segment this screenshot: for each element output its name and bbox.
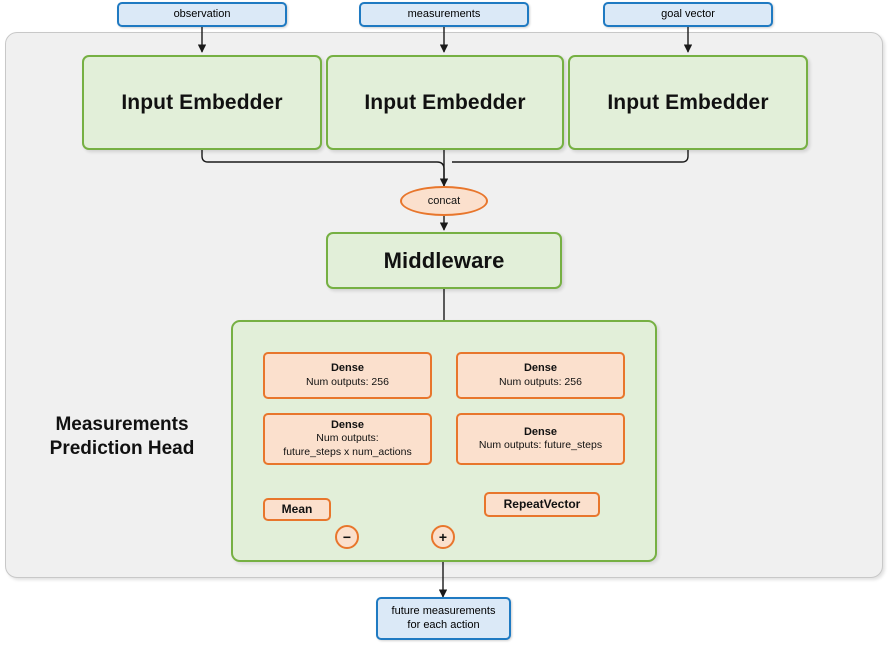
output-label-line-2: for each action (407, 618, 480, 631)
head-title-line-1: Measurements (55, 414, 189, 435)
dense-left-2-line2: future_steps x num_actions (283, 446, 412, 459)
input-box-observation[interactable]: observation (117, 2, 287, 27)
input-label-measurements: measurements (407, 7, 481, 20)
dense-right-2-head: Dense (523, 425, 558, 438)
input-box-goal-vector[interactable]: goal vector (603, 2, 773, 27)
module-input-embedder-3[interactable]: Input Embedder (568, 55, 808, 150)
module-input-embedder-1[interactable]: Input Embedder (82, 55, 322, 150)
dense-right-2-line1: Num outputs: future_steps (478, 439, 603, 452)
dense-left-2-head: Dense (330, 418, 365, 431)
module-label-input-embedder-3: Input Embedder (607, 90, 769, 114)
output-label-line-1: future measurements (391, 604, 496, 617)
input-box-measurements[interactable]: measurements (359, 2, 529, 27)
dense-left-1-line1: Num outputs: 256 (306, 375, 389, 388)
subtract-node[interactable]: − (335, 525, 359, 549)
measurements-prediction-head-title: Measurements Prediction Head (22, 413, 222, 461)
repeat-vector-label: RepeatVector (503, 496, 581, 511)
dense-left-2-line1: Num outputs: (316, 432, 379, 445)
repeat-vector-node[interactable]: RepeatVector (484, 492, 600, 517)
head-title-line-2: Prediction Head (49, 437, 195, 459)
concat-node[interactable]: concat (400, 186, 488, 216)
input-label-observation: observation (173, 7, 231, 20)
module-label-input-embedder-1: Input Embedder (121, 90, 283, 114)
dense-left-1[interactable]: Dense Num outputs: 256 (263, 352, 432, 399)
module-label-input-embedder-2: Input Embedder (364, 90, 526, 114)
module-middleware[interactable]: Middleware (326, 232, 562, 289)
add-node[interactable]: + (431, 525, 455, 549)
concat-label: concat (427, 195, 461, 207)
output-box-future-measurements[interactable]: future measurements for each action (376, 597, 511, 640)
module-input-embedder-2[interactable]: Input Embedder (326, 55, 564, 150)
input-label-goal-vector: goal vector (661, 7, 715, 20)
mean-node[interactable]: Mean (263, 498, 331, 521)
subtract-symbol: − (342, 529, 352, 545)
dense-right-2[interactable]: Dense Num outputs: future_steps (456, 413, 625, 465)
dense-left-1-head: Dense (330, 362, 365, 375)
dense-right-1-line1: Num outputs: 256 (499, 375, 582, 388)
mean-label: Mean (281, 501, 313, 516)
module-label-middleware: Middleware (383, 247, 505, 273)
dense-right-1[interactable]: Dense Num outputs: 256 (456, 352, 625, 399)
dense-right-1-head: Dense (523, 362, 558, 375)
add-symbol: + (438, 529, 448, 545)
dense-left-2[interactable]: Dense Num outputs: future_steps x num_ac… (263, 413, 432, 465)
